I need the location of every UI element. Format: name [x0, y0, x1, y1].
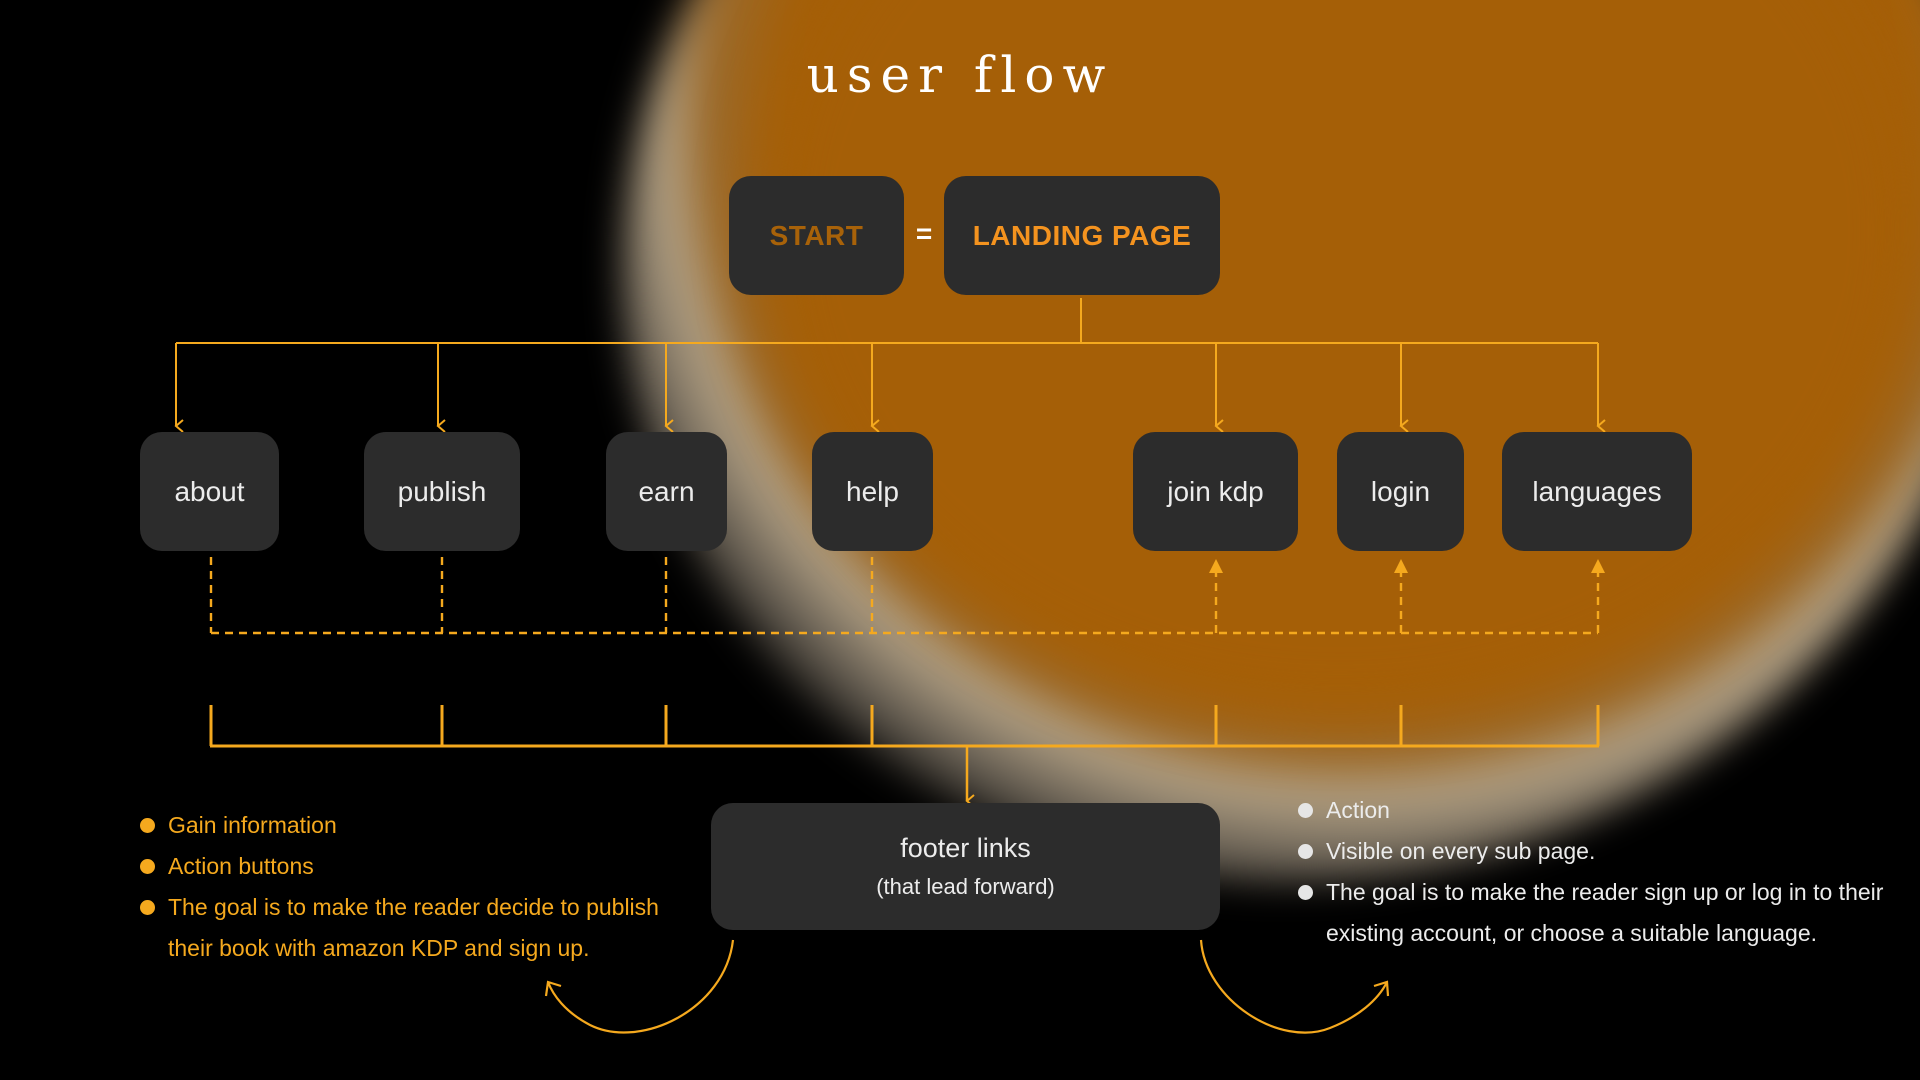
page-node-about: about [140, 432, 279, 551]
right-note-item: Visible on every sub page. [1298, 831, 1898, 872]
up-arrow-languages [1591, 559, 1605, 573]
left-note-item: Gain information [140, 805, 700, 846]
page-label: earn [638, 475, 695, 507]
page-label: publish [397, 475, 487, 507]
page-node-languages: languages [1502, 432, 1692, 551]
bullet-dot-icon [140, 859, 155, 874]
left-notes-list: Gain information Action buttons The goal… [140, 805, 700, 969]
landing-page-node: LANDING PAGE [944, 176, 1220, 295]
curved-arrow-left [546, 939, 735, 1034]
bullet-dot-icon [1298, 844, 1313, 859]
right-note-item: Action [1298, 790, 1898, 831]
curved-arrow-right-head [1373, 980, 1390, 997]
curved-arrow-right [1199, 939, 1388, 1034]
right-notes-list: Action Visible on every sub page. The go… [1298, 790, 1898, 954]
page-node-help: help [812, 432, 933, 551]
landing-page-label: LANDING PAGE [972, 219, 1192, 251]
page-label: join kdp [1167, 475, 1264, 507]
page-node-earn: earn [606, 432, 727, 551]
start-label: START [769, 219, 864, 251]
bullet-dot-icon [1298, 885, 1313, 900]
up-arrow-login [1394, 559, 1408, 573]
footer-links-title: footer links [900, 833, 1031, 863]
bullet-dot-icon [1298, 803, 1313, 818]
page-node-publish: publish [364, 432, 520, 551]
page-title: user flow [806, 46, 1114, 104]
bullet-dot-icon [140, 900, 155, 915]
page-node-join-kdp: join kdp [1133, 432, 1298, 551]
left-note-item: Action buttons [140, 846, 700, 887]
page-label: about [174, 475, 245, 507]
bullet-dot-icon [140, 818, 155, 833]
footer-links-subtitle: (that lead forward) [876, 874, 1055, 899]
collector-bracket [209, 705, 1600, 748]
equals-sign: = [915, 218, 933, 249]
page-node-login: login [1337, 432, 1464, 551]
footer-links-node: footer links (that lead forward) [711, 803, 1220, 930]
curved-arrow-left-head [544, 980, 562, 997]
dashed-connectors [209, 557, 1600, 635]
left-note-item: The goal is to make the reader decide to… [140, 887, 688, 969]
page-label: login [1370, 475, 1431, 507]
page-label: languages [1532, 475, 1662, 507]
right-note-item: The goal is to make the reader sign up o… [1298, 872, 1906, 954]
page-label: help [846, 475, 899, 507]
up-arrow-join-kdp [1209, 559, 1223, 573]
start-node: START [729, 176, 904, 295]
